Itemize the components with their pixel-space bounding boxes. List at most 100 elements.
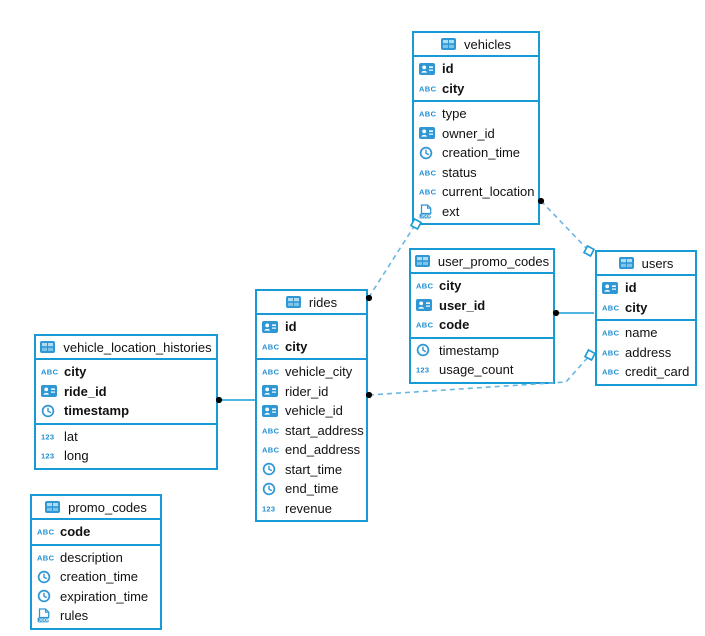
text-type-icon: ABC	[416, 281, 434, 291]
field-name: revenue	[285, 500, 332, 516]
field-name: creation_time	[442, 145, 521, 161]
field-row-id[interactable]: id	[257, 317, 366, 337]
field-row-ride_id[interactable]: ride_id	[36, 382, 216, 402]
field-name: usage_count	[439, 362, 514, 378]
time-type-icon	[262, 482, 280, 496]
table-header[interactable]: vehicles	[414, 33, 538, 57]
field-row-creation_time[interactable]: creation_time	[32, 567, 160, 587]
field-name: type	[442, 106, 467, 122]
table-header[interactable]: vehicle_location_histories	[36, 336, 216, 360]
field-name: rider_id	[285, 383, 329, 399]
field-name: city	[285, 338, 308, 354]
keys-section: ABC city ride_id timestamp	[36, 360, 216, 425]
field-row-city[interactable]: ABC city	[411, 276, 553, 296]
svg-text:ABC: ABC	[262, 426, 280, 435]
field-row-code[interactable]: ABC code	[411, 315, 553, 335]
field-name: name	[625, 325, 658, 341]
svg-text:ABC: ABC	[41, 368, 59, 377]
field-row-name[interactable]: ABC name	[597, 323, 695, 343]
field-row-start_time[interactable]: start_time	[257, 460, 366, 480]
field-row-expiration_time[interactable]: expiration_time	[32, 587, 160, 607]
id-type-icon	[419, 127, 437, 140]
field-row-status[interactable]: ABC status	[414, 163, 538, 183]
field-name: ride_id	[64, 383, 107, 399]
table-header[interactable]: promo_codes	[32, 496, 160, 520]
field-row-vehicle_id[interactable]: vehicle_id	[257, 401, 366, 421]
field-name: owner_id	[442, 125, 495, 141]
field-name: current_location	[442, 184, 535, 200]
table-header[interactable]: user_promo_codes	[411, 250, 553, 274]
table-header[interactable]: rides	[257, 291, 366, 315]
field-row-timestamp[interactable]: timestamp	[36, 401, 216, 421]
svg-text:ABC: ABC	[602, 329, 620, 338]
field-row-creation_time[interactable]: creation_time	[414, 143, 538, 163]
text-type-icon: ABC	[419, 168, 437, 177]
field-row-long[interactable]: 123 long	[36, 446, 216, 466]
field-name: timestamp	[439, 342, 499, 358]
svg-text:ABC: ABC	[262, 446, 280, 455]
field-row-user_id[interactable]: user_id	[411, 296, 553, 316]
field-row-rider_id[interactable]: rider_id	[257, 382, 366, 402]
relationship-rides-users[interactable]	[368, 355, 590, 396]
field-name: city	[64, 364, 87, 380]
field-name: address	[625, 344, 672, 360]
text-type-icon: ABC	[602, 348, 620, 357]
text-type-icon: ABC	[416, 320, 434, 330]
field-name: end_address	[285, 442, 361, 458]
text-type-icon: ABC	[37, 553, 55, 562]
id-type-icon	[419, 62, 437, 75]
field-name: code	[439, 317, 470, 333]
svg-text:123: 123	[41, 452, 54, 461]
table-header[interactable]: users	[597, 252, 695, 276]
field-row-address[interactable]: ABC address	[597, 343, 695, 363]
field-name: timestamp	[64, 403, 130, 419]
svg-text:ABC: ABC	[262, 368, 280, 377]
field-name: status	[442, 164, 477, 180]
field-row-id[interactable]: id	[414, 59, 538, 79]
id-type-icon	[416, 299, 434, 312]
relationship-vehicles-users[interactable]	[540, 200, 589, 251]
table-name: users	[641, 255, 674, 271]
table-name: vehicle_location_histories	[63, 339, 212, 355]
field-name: start_time	[285, 461, 343, 477]
field-name: long	[64, 448, 89, 464]
text-type-icon: ABC	[602, 303, 620, 312]
text-type-icon: ABC	[602, 367, 620, 377]
field-row-end_address[interactable]: ABC end_address	[257, 440, 366, 460]
table-name: vehicles	[464, 36, 511, 52]
json-type-icon: JSON	[419, 204, 437, 219]
field-name: vehicle_id	[285, 403, 343, 419]
field-row-timestamp[interactable]: timestamp	[411, 341, 553, 361]
svg-text:ABC: ABC	[37, 553, 55, 562]
field-name: city	[439, 278, 462, 294]
field-row-id[interactable]: id	[597, 278, 695, 298]
field-row-city[interactable]: ABC city	[36, 362, 216, 382]
field-row-end_time[interactable]: end_time	[257, 479, 366, 499]
table-icon	[414, 255, 433, 267]
field-row-owner_id[interactable]: owner_id	[414, 124, 538, 144]
